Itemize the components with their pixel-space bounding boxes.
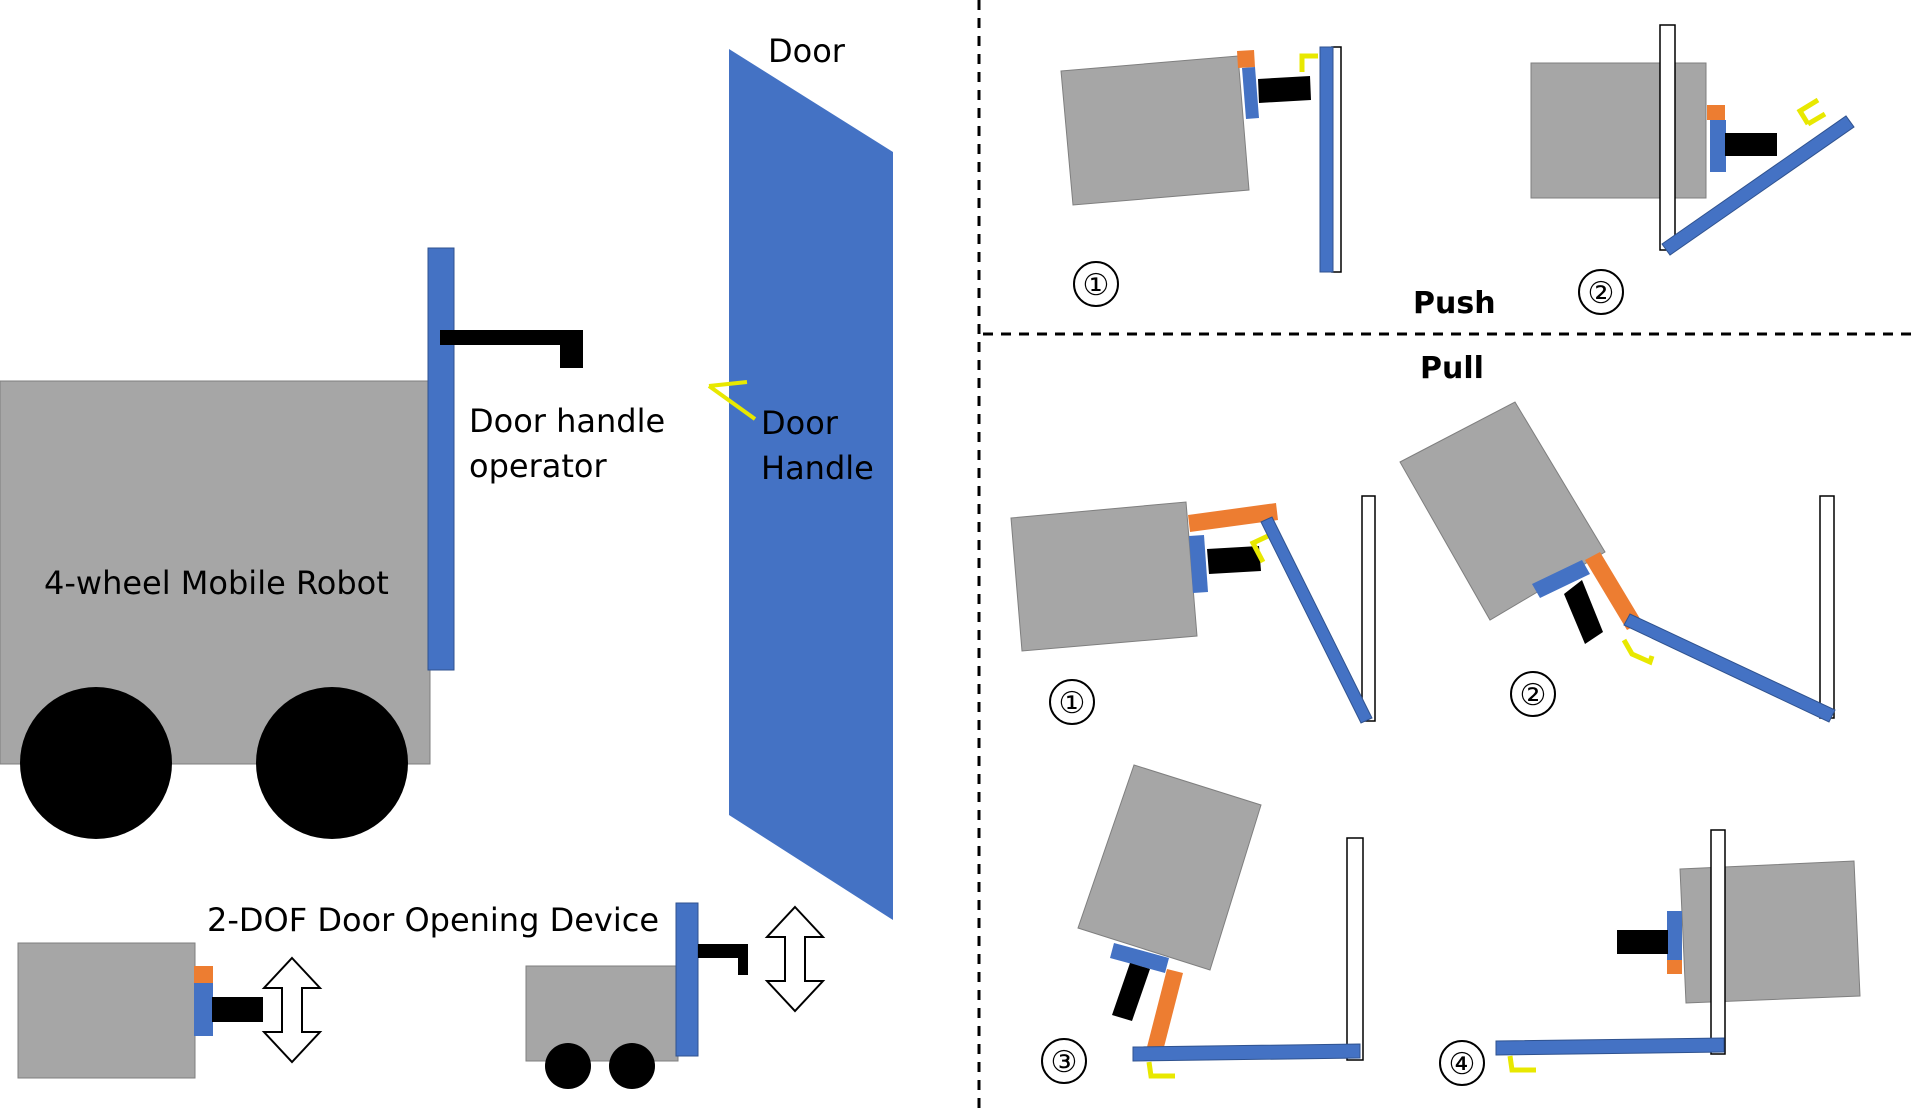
push1-step-circle [1073, 261, 1119, 307]
robot-wheel-front [20, 687, 172, 839]
device-label: 2-DOF Door Opening Device [207, 901, 659, 939]
pull2-step-number: ② [1520, 678, 1547, 713]
vertical-motion-arrow-1 [261, 956, 323, 1064]
push1-handle [1299, 53, 1318, 72]
robot-label: 4-wheel Mobile Robot [44, 564, 389, 602]
operator-arm-tip [560, 330, 583, 368]
pull4-step-circle [1439, 1040, 1485, 1086]
push2-door-frame [1659, 24, 1676, 251]
vertical-motion-arrow-2 [764, 905, 826, 1013]
two-dof-device-side-view [525, 902, 826, 1089]
pull3-robot-body [1077, 764, 1262, 971]
small-robot-body [525, 965, 679, 1062]
small-robot-arm-tip [738, 944, 748, 975]
pull-step-4: ④ [1439, 829, 1861, 1086]
device-orange-link [194, 966, 213, 983]
push1-door [1319, 46, 1334, 273]
push-label: Push [1413, 286, 1496, 321]
small-robot-mast [675, 902, 699, 1057]
pull1-step-number: ① [1059, 686, 1086, 721]
pull3-orange-link [1147, 969, 1183, 1051]
pull1-handle [1249, 533, 1270, 564]
pull2-step-circle [1510, 671, 1556, 717]
operator-mast [427, 247, 455, 671]
pull4-orange-link [1667, 960, 1682, 974]
handle-label-line1: Door [761, 404, 839, 442]
pull1-arm [1207, 546, 1261, 574]
small-robot-wheel-rear [609, 1043, 655, 1089]
push2-robot-body [1530, 62, 1707, 199]
device-blue-mount [194, 983, 213, 1036]
pull4-door-frame [1710, 829, 1726, 1055]
pull1-orange-link [1188, 503, 1278, 532]
push-step-1: ① [1060, 46, 1342, 307]
pull1-blue-mount [1189, 535, 1208, 593]
main-robot-illustration: 4-wheel Mobile Robot Door handle operato… [0, 247, 665, 839]
door-panel [729, 49, 893, 920]
pull-step-2: ② [1399, 401, 1836, 723]
pull-step-1: ① [1010, 495, 1376, 725]
pull1-door-frame [1361, 495, 1376, 722]
two-dof-device-top-view: 2-DOF Door Opening Device [17, 901, 659, 1079]
push2-step-number: ② [1588, 276, 1615, 311]
pull2-orange-link [1585, 552, 1642, 630]
pull4-arm [1617, 930, 1668, 954]
pull2-door [1623, 613, 1836, 723]
pull4-handle [1507, 1055, 1536, 1073]
pull2-arm [1564, 580, 1603, 644]
door-label: Door [768, 32, 846, 70]
operator-arm [440, 330, 583, 345]
pull4-door [1495, 1037, 1725, 1056]
pull-label: Pull [1420, 351, 1484, 386]
device-arm [212, 997, 263, 1022]
door-handle-icon [707, 380, 757, 421]
small-robot-arm [698, 944, 748, 958]
pull2-door-frame [1819, 495, 1835, 719]
pull1-robot-body [1010, 501, 1198, 652]
push-step-2: ② [1530, 24, 1855, 315]
pull3-blue-mount [1110, 943, 1169, 973]
pull3-arm [1112, 963, 1150, 1021]
pull3-door [1132, 1043, 1361, 1062]
push1-blue-mount [1242, 67, 1259, 119]
robot-wheel-rear [256, 687, 408, 839]
pull2-blue-mount [1532, 560, 1590, 598]
push1-step-number: ① [1083, 268, 1110, 303]
push1-robot-body [1060, 55, 1250, 206]
pull2-robot-body [1399, 401, 1606, 621]
push2-orange-link [1707, 105, 1725, 120]
operator-label-line1: Door handle [469, 402, 665, 440]
pull1-step-circle [1049, 679, 1095, 725]
operator-label-line2: operator [469, 447, 607, 485]
push2-arm [1725, 133, 1777, 156]
push2-door [1661, 115, 1855, 256]
handle-label-line2: Handle [761, 449, 874, 487]
push2-blue-mount [1710, 120, 1726, 172]
pull3-door-frame [1346, 837, 1364, 1061]
pull4-blue-mount [1667, 911, 1682, 961]
push2-step-circle [1578, 269, 1624, 315]
pull4-robot-body [1679, 860, 1861, 1004]
pull2-handle [1621, 638, 1655, 666]
push2-handle [1796, 97, 1827, 127]
push1-arm [1258, 76, 1311, 103]
push1-orange-link [1237, 50, 1255, 68]
pull-step-3: ③ [1041, 764, 1364, 1084]
pull4-step-number: ④ [1449, 1047, 1476, 1082]
pull3-handle [1146, 1061, 1175, 1079]
pull1-door [1260, 516, 1373, 724]
small-robot-wheel-front [545, 1043, 591, 1089]
door-illustration: Door Door Handle [707, 32, 893, 920]
pull3-step-circle [1041, 1038, 1087, 1084]
device-body [17, 942, 196, 1079]
pull3-step-number: ③ [1051, 1045, 1078, 1080]
